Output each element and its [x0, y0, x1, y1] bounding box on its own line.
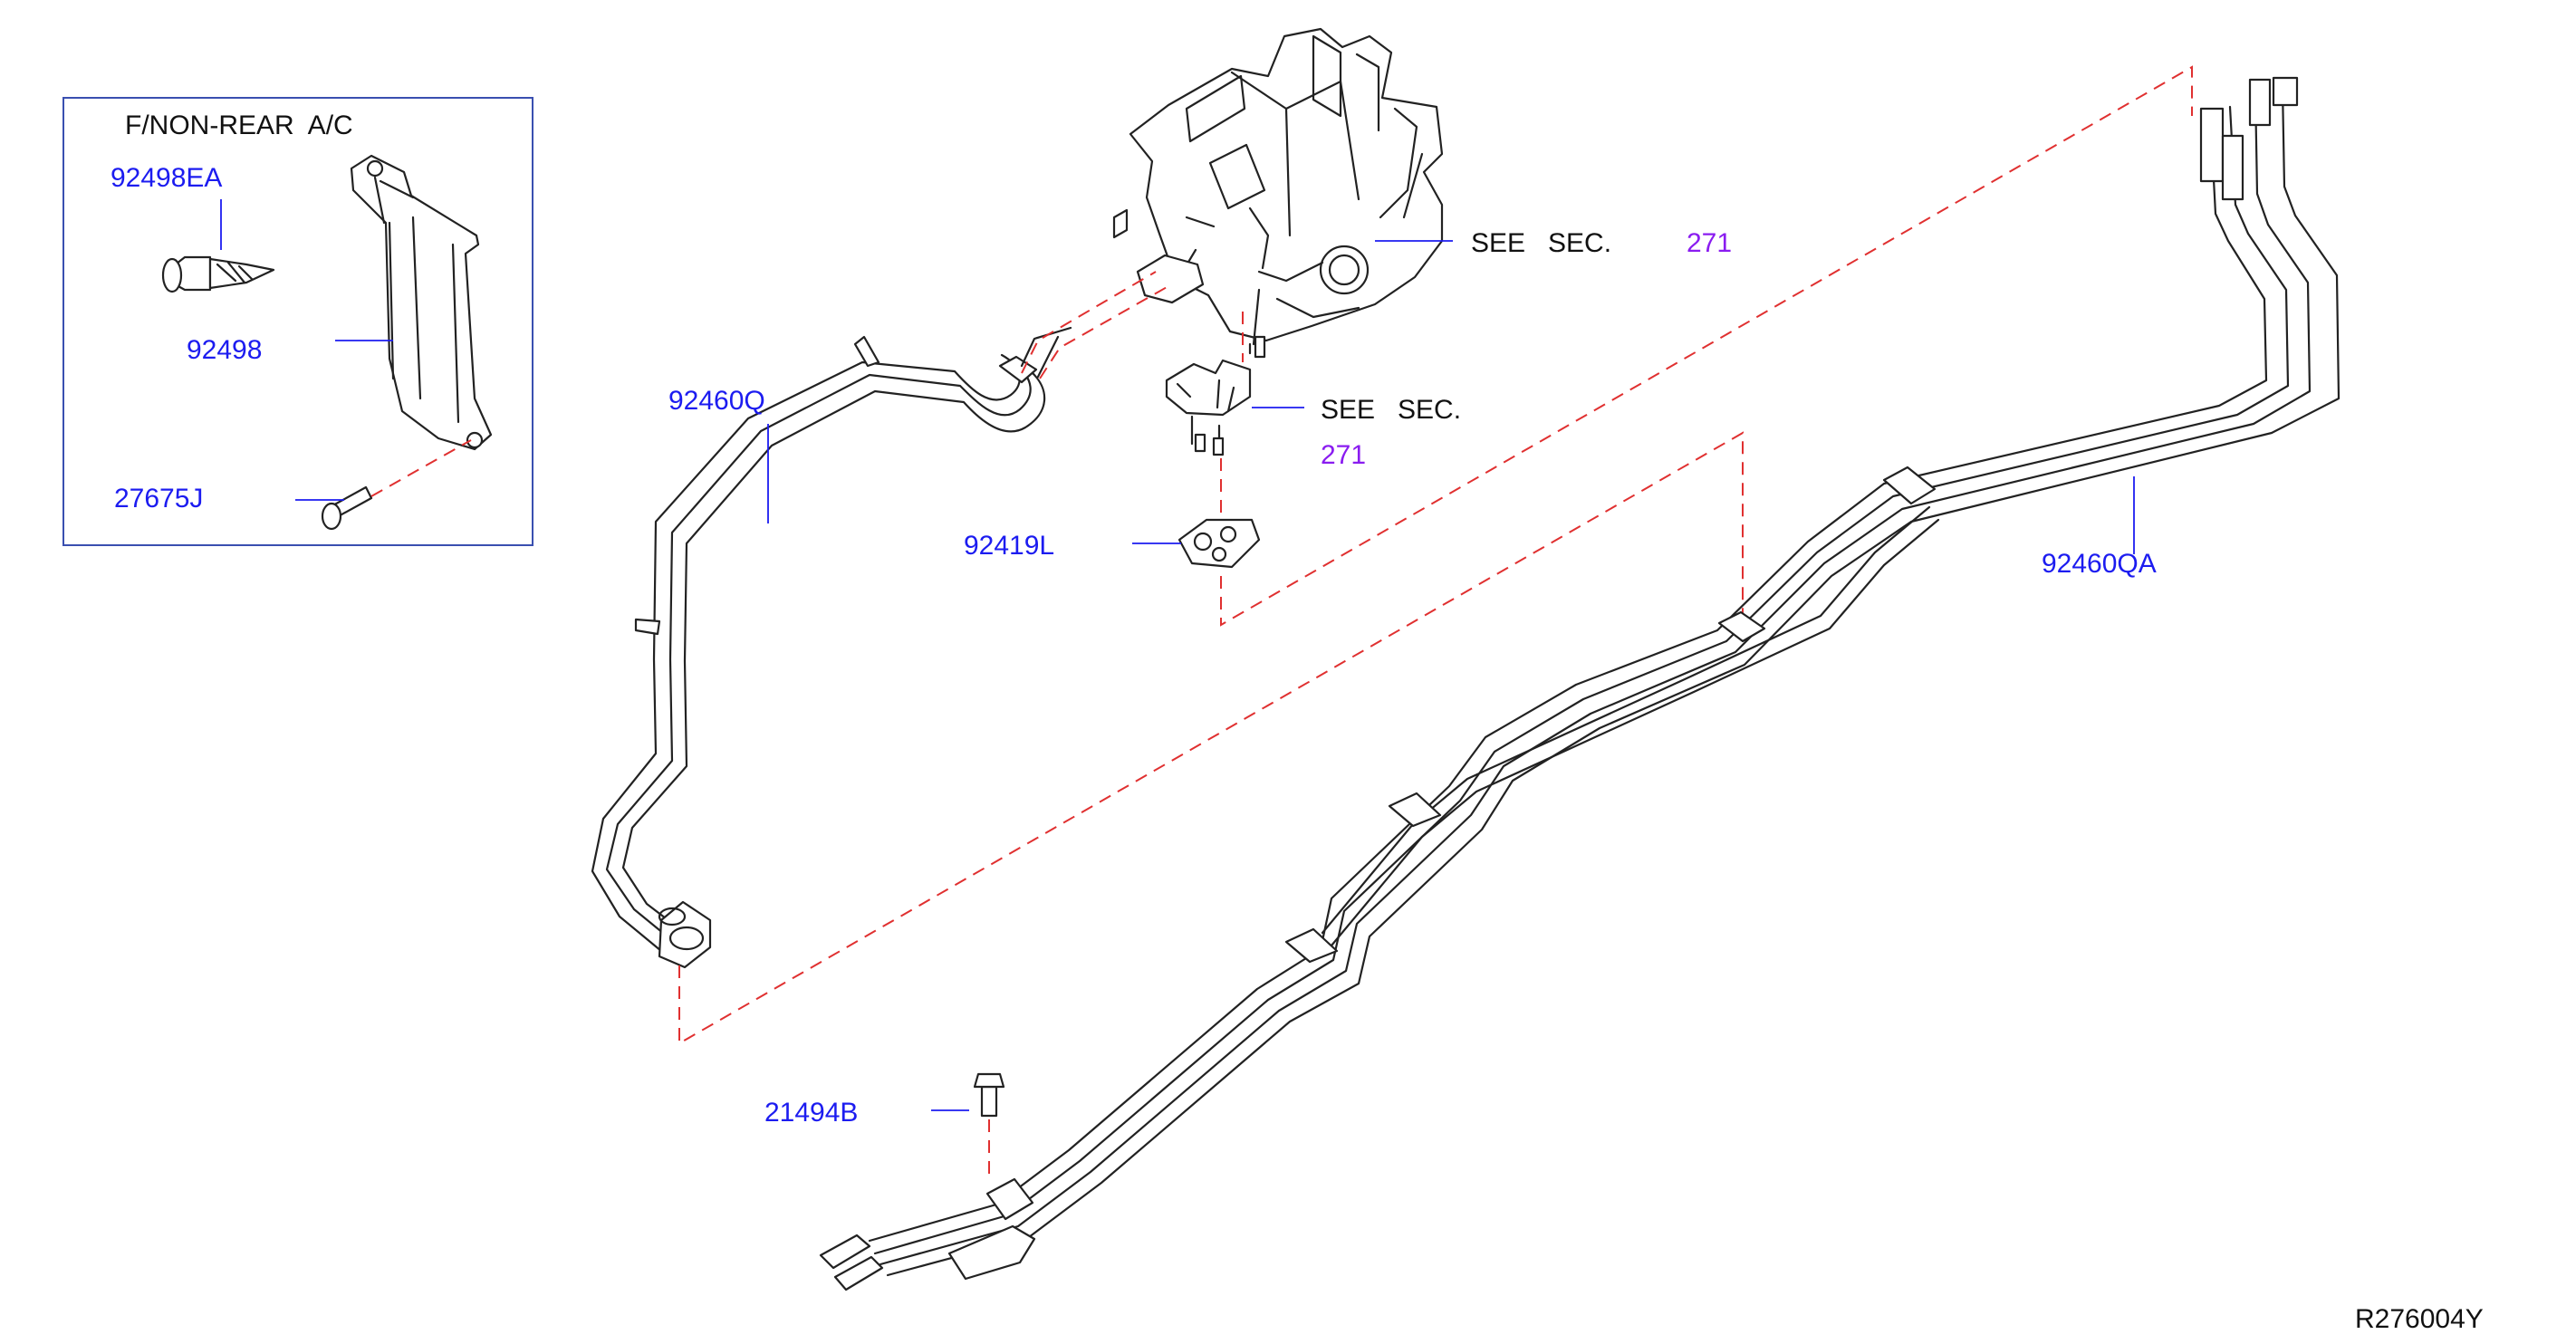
see-sec-number-1[interactable]: 271: [1687, 228, 1732, 258]
see-sec-text-1: SEE SEC.: [1471, 228, 1611, 258]
pipe-end-2: [2221, 134, 2244, 201]
see-sec-number-2[interactable]: 271: [1321, 440, 1366, 470]
clamp-5: [985, 1177, 1034, 1221]
clip-part[interactable]: [161, 255, 275, 293]
dash-front-pipe-to-valve-b: [1039, 285, 1169, 379]
dash-27675J: [370, 439, 472, 497]
pipe-end-1: [2199, 107, 2225, 183]
grommet-part[interactable]: [1177, 518, 1261, 569]
label-27675J[interactable]: 27675J: [114, 484, 203, 514]
label-92498[interactable]: 92498: [187, 335, 262, 365]
pipe-end-bottom-1: [819, 1234, 871, 1270]
inset-panel: F/NON-REAR A/C 92498EA 92498 27675J: [62, 97, 533, 546]
front-pipe[interactable]: [591, 326, 1072, 969]
expansion-valve[interactable]: [1165, 359, 1252, 456]
label-92460QA[interactable]: 92460QA: [2042, 549, 2157, 579]
dash-front-pipe-to-valve-a: [1021, 271, 1157, 374]
hvac-unit[interactable]: [1112, 27, 1444, 359]
clamp-2: [1717, 610, 1766, 643]
dash-front-pipe-to-rear: [678, 431, 1744, 1045]
pipe-end-3: [2248, 78, 2272, 127]
label-21494B[interactable]: 21494B: [764, 1098, 858, 1128]
bolt-part-27675J[interactable]: [321, 485, 373, 531]
rear-pipe[interactable]: [819, 76, 2341, 1291]
pipe-end-4: [2272, 76, 2299, 107]
clamp-1: [1882, 466, 1937, 505]
label-92460Q[interactable]: 92460Q: [668, 386, 765, 416]
clamp-4: [1284, 927, 1339, 964]
label-92498EA[interactable]: 92498EA: [111, 163, 222, 193]
dash-grommet-to-rear: [1220, 65, 2193, 627]
clamp-3: [1388, 792, 1442, 828]
bolt-part-21494B[interactable]: [973, 1072, 1005, 1118]
pipe-end-bottom-2: [833, 1255, 884, 1291]
see-sec-text-2: SEE SEC.: [1321, 395, 1461, 425]
bracket-part[interactable]: [350, 154, 493, 451]
label-92419L[interactable]: 92419L: [964, 531, 1054, 561]
diagram-id: R276004Y: [2355, 1304, 2484, 1334]
bracket-bottom: [947, 1224, 1036, 1281]
inset-border: [62, 97, 533, 546]
inset-title: F/NON-REAR A/C: [125, 110, 353, 140]
